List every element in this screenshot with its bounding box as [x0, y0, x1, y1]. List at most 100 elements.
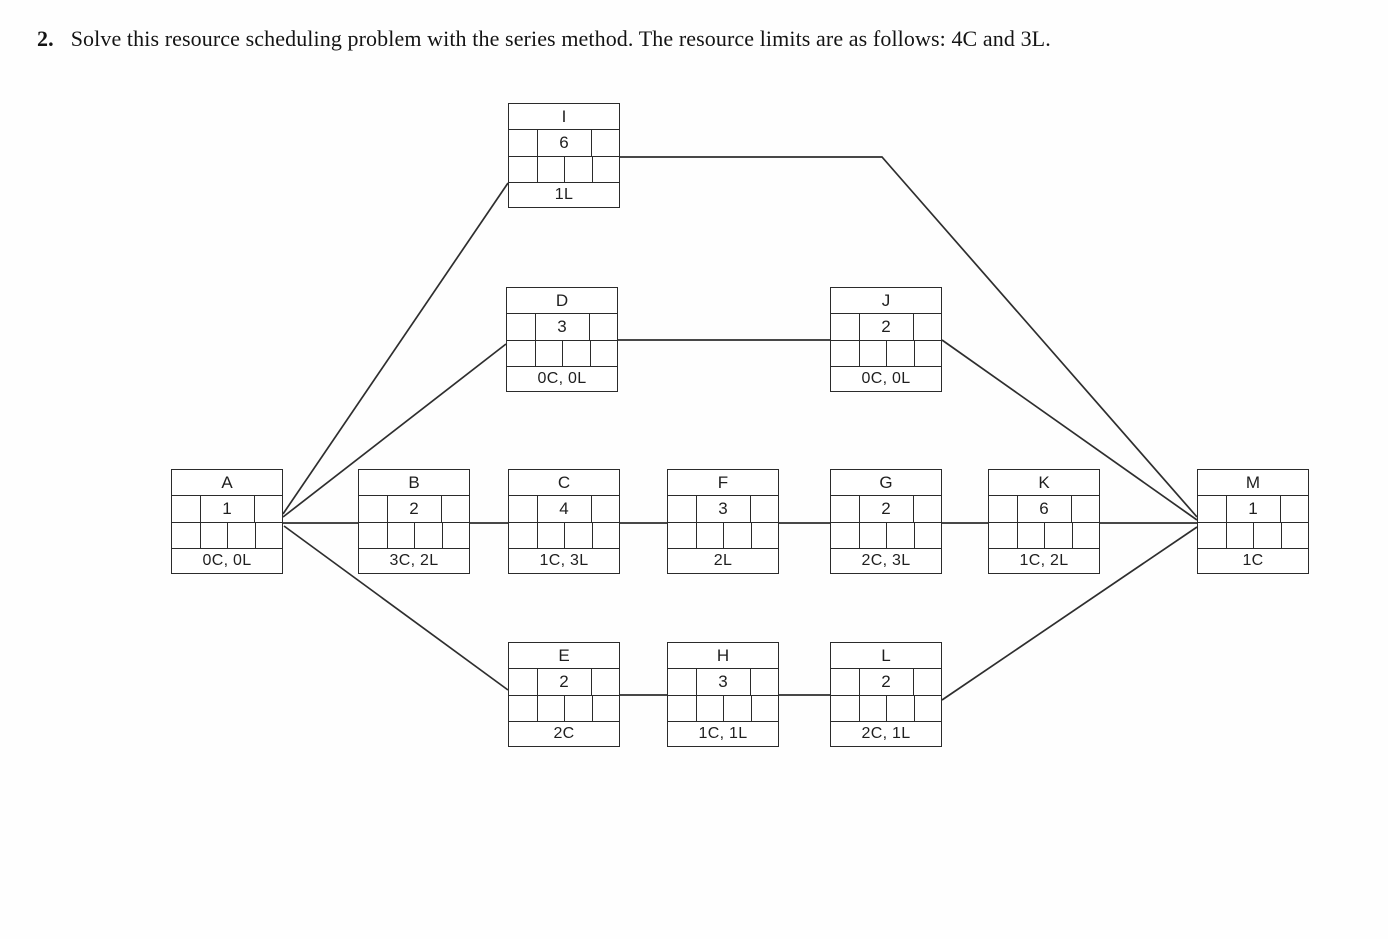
empty-cell: [1225, 523, 1254, 548]
activity-node-I: I 6 1L: [508, 103, 620, 208]
duration-cell: 6: [1016, 496, 1072, 522]
late-times-row: [507, 340, 617, 366]
empty-cell: [591, 157, 620, 182]
empty-cell: [914, 669, 942, 695]
empty-cell: [509, 157, 537, 182]
empty-cell: [668, 523, 696, 548]
empty-cell: [1198, 496, 1226, 522]
empty-cell: [509, 130, 537, 156]
activity-node-D: D 3 0C, 0L: [506, 287, 618, 392]
activity-name: M: [1245, 473, 1261, 492]
empty-cell: [831, 523, 859, 548]
early-times-row: 3: [668, 668, 778, 695]
empty-cell: [564, 523, 592, 548]
edge-I-M: [620, 156, 1198, 518]
edge-A-E: [283, 525, 509, 691]
late-times-row: [831, 695, 941, 721]
problem-statement: 2.Solve this resource scheduling problem…: [37, 26, 1367, 52]
empty-cell: [589, 341, 618, 366]
empty-cell: [442, 496, 470, 522]
empty-cell: [227, 523, 255, 548]
activity-name: D: [555, 291, 569, 310]
activity-name: G: [879, 473, 893, 492]
empty-cell: [858, 341, 887, 366]
resource-requirement: 1L: [509, 182, 619, 207]
empty-cell: [509, 523, 537, 548]
duration-cell: 1: [199, 496, 255, 522]
empty-cell: [359, 496, 387, 522]
empty-cell: [536, 523, 565, 548]
empty-cell: [359, 523, 387, 548]
early-times-row: 3: [507, 313, 617, 340]
resource-requirement: 2C, 3L: [831, 548, 941, 573]
empty-cell: [695, 523, 724, 548]
empty-cell: [536, 157, 565, 182]
empty-cell: [831, 341, 859, 366]
duration-cell: 3: [695, 669, 751, 695]
problem-number: 2.: [37, 26, 54, 51]
activity-name: K: [1038, 473, 1050, 492]
empty-cell: [534, 341, 563, 366]
resource-requirement: 1C, 1L: [668, 721, 778, 746]
activity-name: J: [881, 291, 891, 310]
early-times-row: 2: [359, 495, 469, 522]
empty-cell: [886, 696, 914, 721]
empty-cell: [1253, 523, 1281, 548]
activity-name: A: [221, 473, 233, 492]
empty-cell: [562, 341, 590, 366]
activity-name: L: [881, 646, 891, 665]
empty-cell: [886, 341, 914, 366]
activity-name: C: [557, 473, 571, 492]
empty-cell: [913, 696, 942, 721]
early-times-row: 1: [172, 495, 282, 522]
empty-cell: [831, 314, 859, 340]
late-times-row: [509, 156, 619, 182]
empty-cell: [831, 696, 859, 721]
empty-cell: [1280, 523, 1309, 548]
empty-cell: [831, 669, 859, 695]
edge-J-M: [941, 339, 1198, 521]
late-times-row: [668, 522, 778, 548]
empty-cell: [723, 523, 751, 548]
empty-cell: [386, 523, 415, 548]
empty-cell: [255, 496, 283, 522]
empty-cell: [509, 669, 537, 695]
duration-cell: 6: [536, 130, 592, 156]
activity-node-B: B 2 3C, 2L: [358, 469, 470, 574]
empty-cell: [1016, 523, 1045, 548]
late-times-row: [359, 522, 469, 548]
edge-A-I: [282, 182, 509, 515]
activity-node-K: K 6 1C, 2L: [988, 469, 1100, 574]
activity-node-A: A 1 0C, 0L: [171, 469, 283, 574]
late-times-row: [1198, 522, 1308, 548]
activity-name: F: [717, 473, 729, 492]
empty-cell: [592, 130, 620, 156]
empty-cell: [913, 523, 942, 548]
late-times-row: [172, 522, 282, 548]
late-times-row: [509, 522, 619, 548]
empty-cell: [858, 523, 887, 548]
empty-cell: [1281, 496, 1309, 522]
duration-cell: 2: [536, 669, 592, 695]
resource-requirement: 1C: [1198, 548, 1308, 573]
early-times-row: 1: [1198, 495, 1308, 522]
late-times-row: [989, 522, 1099, 548]
early-times-row: 2: [831, 668, 941, 695]
resource-requirement: 2C: [509, 721, 619, 746]
empty-cell: [591, 696, 620, 721]
empty-cell: [172, 523, 200, 548]
empty-cell: [172, 496, 200, 522]
empty-cell: [751, 669, 779, 695]
duration-cell: 2: [858, 669, 914, 695]
empty-cell: [509, 696, 537, 721]
empty-cell: [989, 496, 1017, 522]
empty-cell: [509, 496, 537, 522]
resource-requirement: 2C, 1L: [831, 721, 941, 746]
late-times-row: [831, 340, 941, 366]
empty-cell: [414, 523, 442, 548]
empty-cell: [1071, 523, 1100, 548]
early-times-row: 2: [831, 495, 941, 522]
empty-cell: [858, 696, 887, 721]
empty-cell: [668, 669, 696, 695]
